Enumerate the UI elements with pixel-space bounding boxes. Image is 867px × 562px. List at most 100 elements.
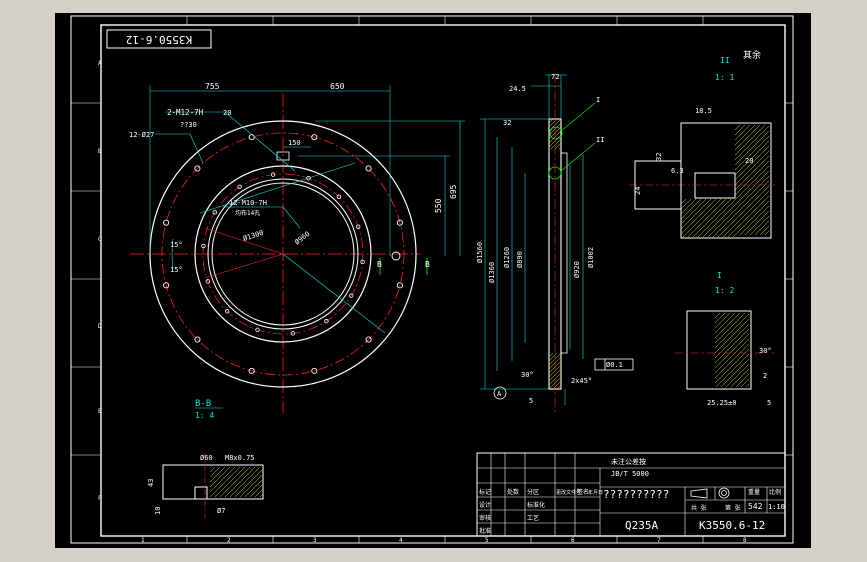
hatch-line (734, 124, 761, 151)
hatch-line (759, 225, 770, 236)
hatch-line (734, 145, 770, 181)
hatch-line (714, 313, 750, 349)
dia1300-leader (199, 162, 356, 214)
hole-dim-10: 10 (154, 507, 162, 515)
detail-i-callout: I (596, 96, 600, 104)
detail-i-dim-5: 5 (767, 399, 771, 407)
dim-695-text: 695 (449, 184, 458, 199)
zone-number-5: 5 (485, 537, 489, 544)
hatch-line (714, 312, 736, 334)
hatch-line (734, 124, 756, 146)
dia-1260-text: Ø1260 (503, 247, 511, 268)
hatch-line (734, 155, 770, 191)
zone-letter-c: C (98, 236, 102, 243)
hatch-line (259, 494, 263, 498)
dia-960-text: Ø960 (293, 230, 311, 247)
hatch-line (682, 198, 722, 238)
hatch-line (734, 170, 770, 206)
hatch-line (720, 358, 750, 388)
standard-line-1: 未注公差按 (611, 457, 646, 466)
label-scale: 比例 (769, 488, 781, 496)
hatch-line (714, 343, 750, 379)
hole-dia-7: Ø7 (217, 507, 225, 515)
hatch-line (714, 318, 750, 354)
angle-ray-2 (204, 253, 284, 279)
hatch-line (687, 198, 727, 238)
hatch-line (734, 190, 770, 226)
inner-bolt-hole (355, 224, 361, 229)
inner-bolt-hole (306, 175, 311, 181)
hatch-line (734, 180, 770, 216)
hatch-line (556, 384, 562, 390)
title-block: 标记 处数 分区 更改文件号 签名 年月日 设计 标准化 审核 工艺 批准 未注… (476, 452, 786, 537)
hatch-line (712, 214, 736, 238)
material-text: Q235A (625, 519, 658, 532)
hatch-line (745, 383, 750, 388)
zone-letter-e: E (98, 408, 102, 415)
row-label-1: 处数 (507, 488, 519, 496)
hatch-line (734, 124, 746, 136)
cad-viewport[interactable]: A B C D E F 1 2 3 4 5 6 7 8 K3550.6-12 (55, 13, 811, 548)
dim-32-text: 32 (503, 119, 511, 127)
hatch-line (214, 466, 246, 498)
detail-i-body (686, 310, 752, 390)
hatch-line (680, 198, 702, 220)
row-label-4: 签名 (577, 488, 589, 496)
inner-bolt-hole (205, 279, 211, 284)
hatch-line (764, 230, 770, 236)
hole-thread: M8x0.75 (225, 454, 255, 462)
hatch-line (734, 150, 770, 186)
cad-drawing: A B C D E F 1 2 3 4 5 6 7 8 K3550.6-12 (70, 15, 794, 544)
hatch-line (244, 479, 263, 498)
detail-ii-view: 18.5 20 24 32 6.3 II 1: 1 其余 (629, 49, 775, 239)
dia-1360-text: Ø1360 (488, 262, 496, 283)
hatch-line (249, 484, 263, 498)
dim-755-text: 755 (205, 82, 220, 91)
hole-detail-cavity (194, 486, 208, 500)
detail-ii-dim-63: 6.3 (671, 167, 684, 175)
projection-symbol-trapezoid (690, 488, 708, 499)
hatch-line (732, 234, 736, 238)
hatch-line (734, 165, 770, 201)
hole-detail-view: Ø60 M8x0.75 43 10 Ø7 (147, 453, 264, 518)
standard-line-2: JB/T 5000 (611, 470, 649, 478)
hatch-line (734, 125, 770, 161)
hatch-line (548, 352, 558, 362)
zone-number-1: 1 (141, 537, 145, 544)
hatch-line (209, 466, 231, 488)
plate-step (560, 152, 568, 354)
tolerance-value: Ø0.1 (606, 361, 623, 369)
hatch-line (697, 199, 736, 238)
hatch-line (229, 466, 261, 498)
detail-ii-marker (548, 166, 562, 180)
section-scale: 1: 4 (195, 411, 214, 420)
hatch-line (209, 466, 241, 498)
outer-bolt-hole (163, 282, 170, 289)
holes-note: 12-Ø27 (129, 131, 154, 139)
hatch-line (734, 185, 770, 221)
zone-number-8: 8 (743, 537, 747, 544)
hatch-line (254, 489, 263, 498)
hatch-line (734, 200, 770, 236)
inner-bolt-hole (201, 243, 206, 249)
bore-circle-inner (211, 182, 355, 326)
inner-bolt-hole (349, 293, 354, 298)
hatch-line (209, 466, 236, 493)
detail-ii-left-part (634, 160, 682, 210)
detail-i-view: I 1: 2 30° 2 25.25±0 5 (675, 271, 775, 407)
hatch-line (552, 380, 562, 390)
detail-i-label: I (717, 271, 722, 280)
dim-650-text: 650 (330, 82, 345, 91)
detail-i-marker (549, 126, 563, 140)
hatch-line (680, 198, 692, 210)
detail-ii-scale: 1: 1 (715, 73, 734, 82)
detail-ii-hole (694, 172, 736, 199)
drawing-number-box (106, 29, 212, 49)
hatch-line (714, 333, 750, 369)
inner-bolt-hole (212, 210, 217, 215)
hatch-line (725, 363, 750, 388)
hatch-line (740, 378, 750, 388)
outer-bolt-hole (311, 134, 318, 141)
dia-1002-text: Ø1002 (587, 247, 595, 268)
projection-symbol-circle-outer (718, 487, 730, 499)
